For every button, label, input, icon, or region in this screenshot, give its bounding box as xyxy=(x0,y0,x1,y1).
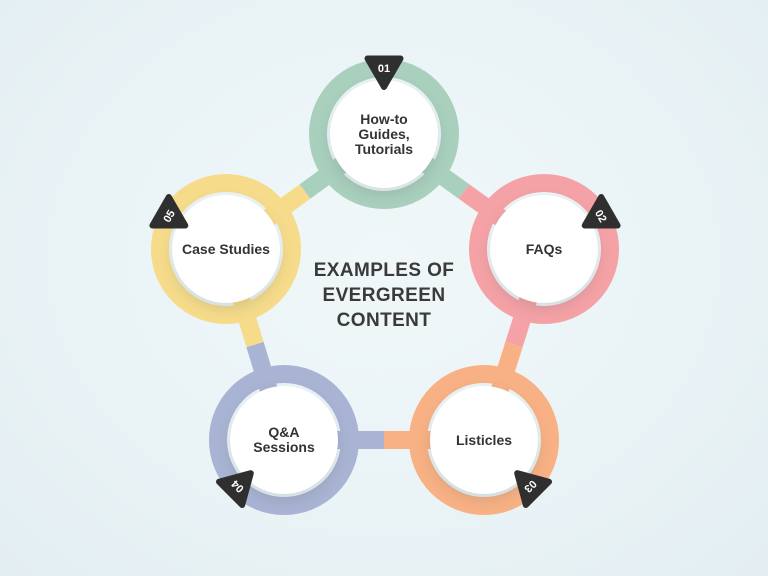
badge-02: 02 xyxy=(581,194,621,229)
diagram-title: EXAMPLES OF EVERGREEN CONTENT xyxy=(313,260,455,331)
ring-qa xyxy=(209,365,359,515)
node-case-studies: Case Studies xyxy=(172,195,280,303)
badge-shape-01 xyxy=(364,55,404,90)
badge-number-05: 05 xyxy=(161,208,178,225)
ring-faqs xyxy=(469,174,619,324)
badge-01: 01 xyxy=(364,55,404,90)
badge-03: 03 xyxy=(514,470,552,508)
badge-number-02: 02 xyxy=(592,208,609,225)
node-label-case-studies: Case Studies xyxy=(182,240,270,257)
ring-listicles xyxy=(409,365,559,515)
node-faqs: FAQs xyxy=(490,195,598,303)
node-how-to-guides: How-to Guides, Tutorials xyxy=(330,80,438,188)
badge-shape-02 xyxy=(581,194,621,229)
ring-case-studies xyxy=(151,174,301,324)
node-label-faqs: FAQs xyxy=(525,240,563,257)
node-label-how-to-guides: How-to Guides, Tutorials xyxy=(354,110,414,157)
badge-05: 05 xyxy=(149,194,189,229)
node-label-qa-sessions: Q&A Sessions xyxy=(253,424,315,455)
badge-shape-05 xyxy=(149,194,189,229)
badge-shape-04 xyxy=(216,470,254,508)
node-rings xyxy=(151,59,619,515)
badge-shape-03 xyxy=(514,470,552,508)
badge-04: 04 xyxy=(216,470,254,508)
badge-number-01: 01 xyxy=(378,63,390,75)
node-label-listicles: Listicles xyxy=(455,431,513,448)
